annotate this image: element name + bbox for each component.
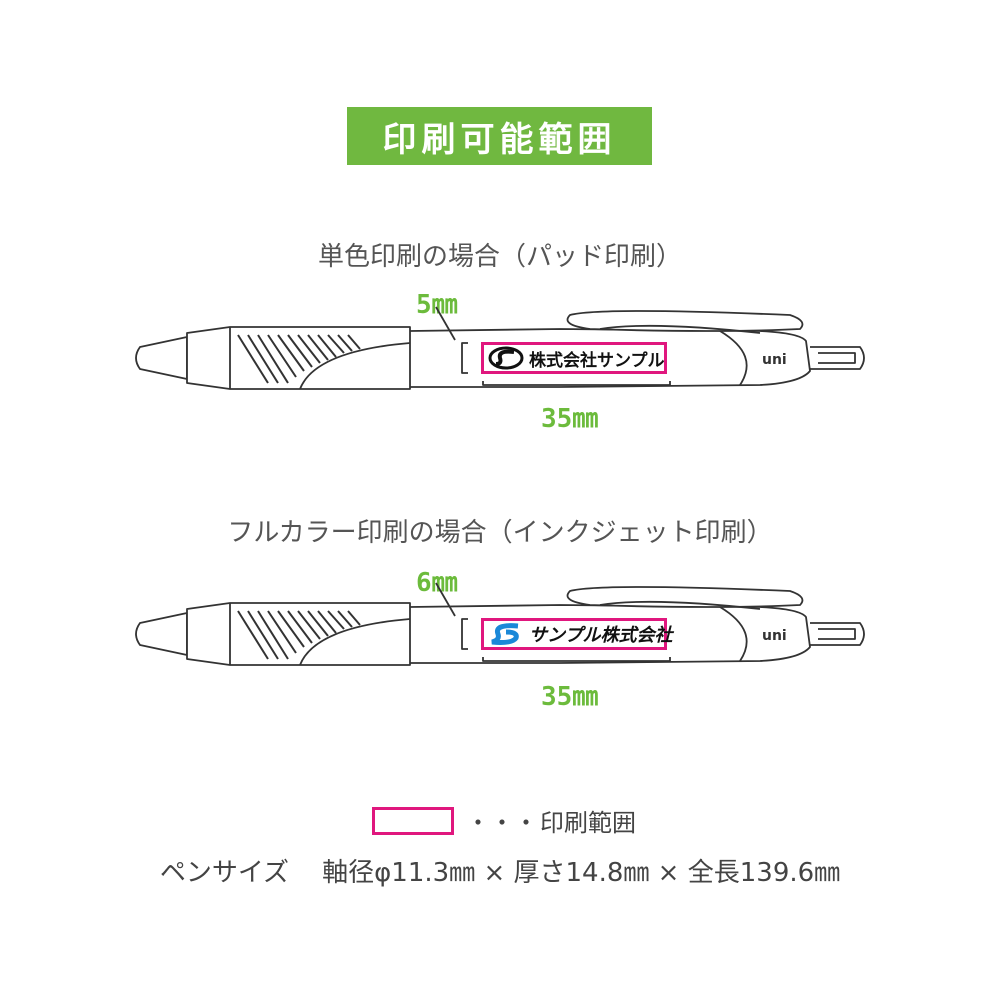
legend-label: 印刷範囲 (540, 809, 636, 837)
spec-label: ペンサイズ (159, 858, 290, 888)
width-dimension-2: 35㎜ (541, 682, 599, 712)
single-color-print-label: 単色印刷の場合（パッド印刷） (317, 242, 682, 272)
legend: ・・・ 印刷範囲 (372, 803, 636, 838)
page-title: 印刷可能範囲 (347, 107, 652, 165)
brand-mark: uni (762, 628, 787, 644)
width-dimension-1: 35㎜ (541, 404, 599, 434)
pen-illustration-single: uni 株式会社サンプル (0, 285, 1000, 425)
pen-outline: uni (135, 582, 865, 666)
spec-times-1: × (483, 858, 506, 888)
company-logo-icon (488, 346, 524, 370)
spec-length: 全長139.6㎜ (687, 858, 841, 888)
company-logo-color-icon (488, 622, 524, 646)
company-name-1: 株式会社サンプル (529, 350, 665, 371)
company-name-2: サンプル株式会社 (529, 625, 673, 646)
pen-illustration-full-color: uni サンプル株式会社 (0, 561, 1000, 701)
spec-diameter: 軸径φ11.3㎜ (322, 858, 476, 888)
full-color-print-label: フルカラー印刷の場合（インクジェット印刷） (227, 518, 773, 548)
legend-swatch (372, 806, 454, 835)
spec-times-2: × (657, 858, 680, 888)
legend-dots: ・・・ (466, 809, 538, 837)
brand-mark: uni (762, 352, 787, 368)
pen-outline: uni (135, 306, 865, 390)
print-area-box-2: サンプル株式会社 (481, 618, 672, 650)
pen-size-spec: ペンサイズ 軸径φ11.3㎜ × 厚さ14.8㎜ × 全長139.6㎜ (0, 852, 1000, 889)
height-dimension-1: 5㎜ (416, 290, 458, 320)
spec-thickness: 厚さ14.8㎜ (513, 858, 650, 888)
print-area-box-1: 株式会社サンプル (481, 342, 667, 374)
